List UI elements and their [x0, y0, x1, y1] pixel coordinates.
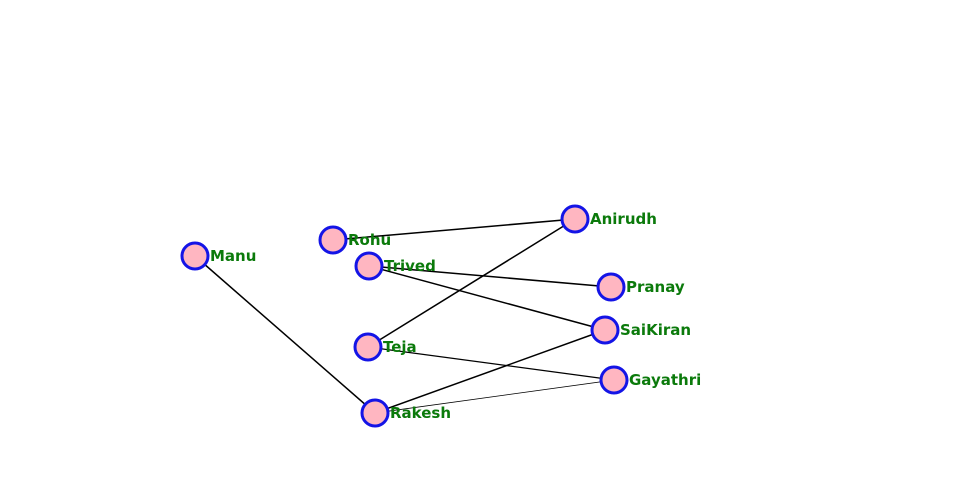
- node-anirudh[interactable]: Anirudh: [560, 204, 657, 234]
- edge-rohu-anirudh: [332, 218, 576, 241]
- node-label: Gayathri: [629, 371, 701, 389]
- node-circle[interactable]: [560, 204, 590, 234]
- node-rakesh[interactable]: Rakesh: [360, 398, 451, 428]
- node-label: Teja: [383, 338, 417, 356]
- edge-manu-rakesh: [194, 255, 376, 414]
- node-circle[interactable]: [318, 225, 348, 255]
- edge-trived-pranay: [368, 265, 612, 288]
- node-label: Trived: [384, 257, 436, 275]
- edge-rakesh-saikiran: [374, 329, 606, 414]
- node-rohu[interactable]: Rohu: [318, 225, 391, 255]
- node-teja[interactable]: Teja: [353, 332, 417, 362]
- node-saikiran[interactable]: SaiKiran: [590, 315, 691, 345]
- node-label: SaiKiran: [620, 321, 691, 339]
- node-label: Anirudh: [590, 210, 657, 228]
- node-circle[interactable]: [180, 241, 210, 271]
- node-circle[interactable]: [354, 251, 384, 281]
- node-circle[interactable]: [360, 398, 390, 428]
- edge-teja-gayathri: [367, 346, 615, 381]
- node-manu[interactable]: Manu: [180, 241, 256, 271]
- node-circle[interactable]: [590, 315, 620, 345]
- edge-teja-anirudh: [367, 218, 576, 348]
- edges-layer: [194, 218, 615, 414]
- node-trived[interactable]: Trived: [354, 251, 436, 281]
- edge-rakesh-gayathri: [374, 379, 615, 414]
- node-label: Pranay: [626, 278, 685, 296]
- node-pranay[interactable]: Pranay: [596, 272, 685, 302]
- edge-trived-saikiran: [368, 265, 606, 331]
- node-label: Rohu: [348, 231, 391, 249]
- node-circle[interactable]: [353, 332, 383, 362]
- node-label: Rakesh: [390, 404, 451, 422]
- node-circle[interactable]: [599, 365, 629, 395]
- node-circle[interactable]: [596, 272, 626, 302]
- node-gayathri[interactable]: Gayathri: [599, 365, 701, 395]
- node-label: Manu: [210, 247, 256, 265]
